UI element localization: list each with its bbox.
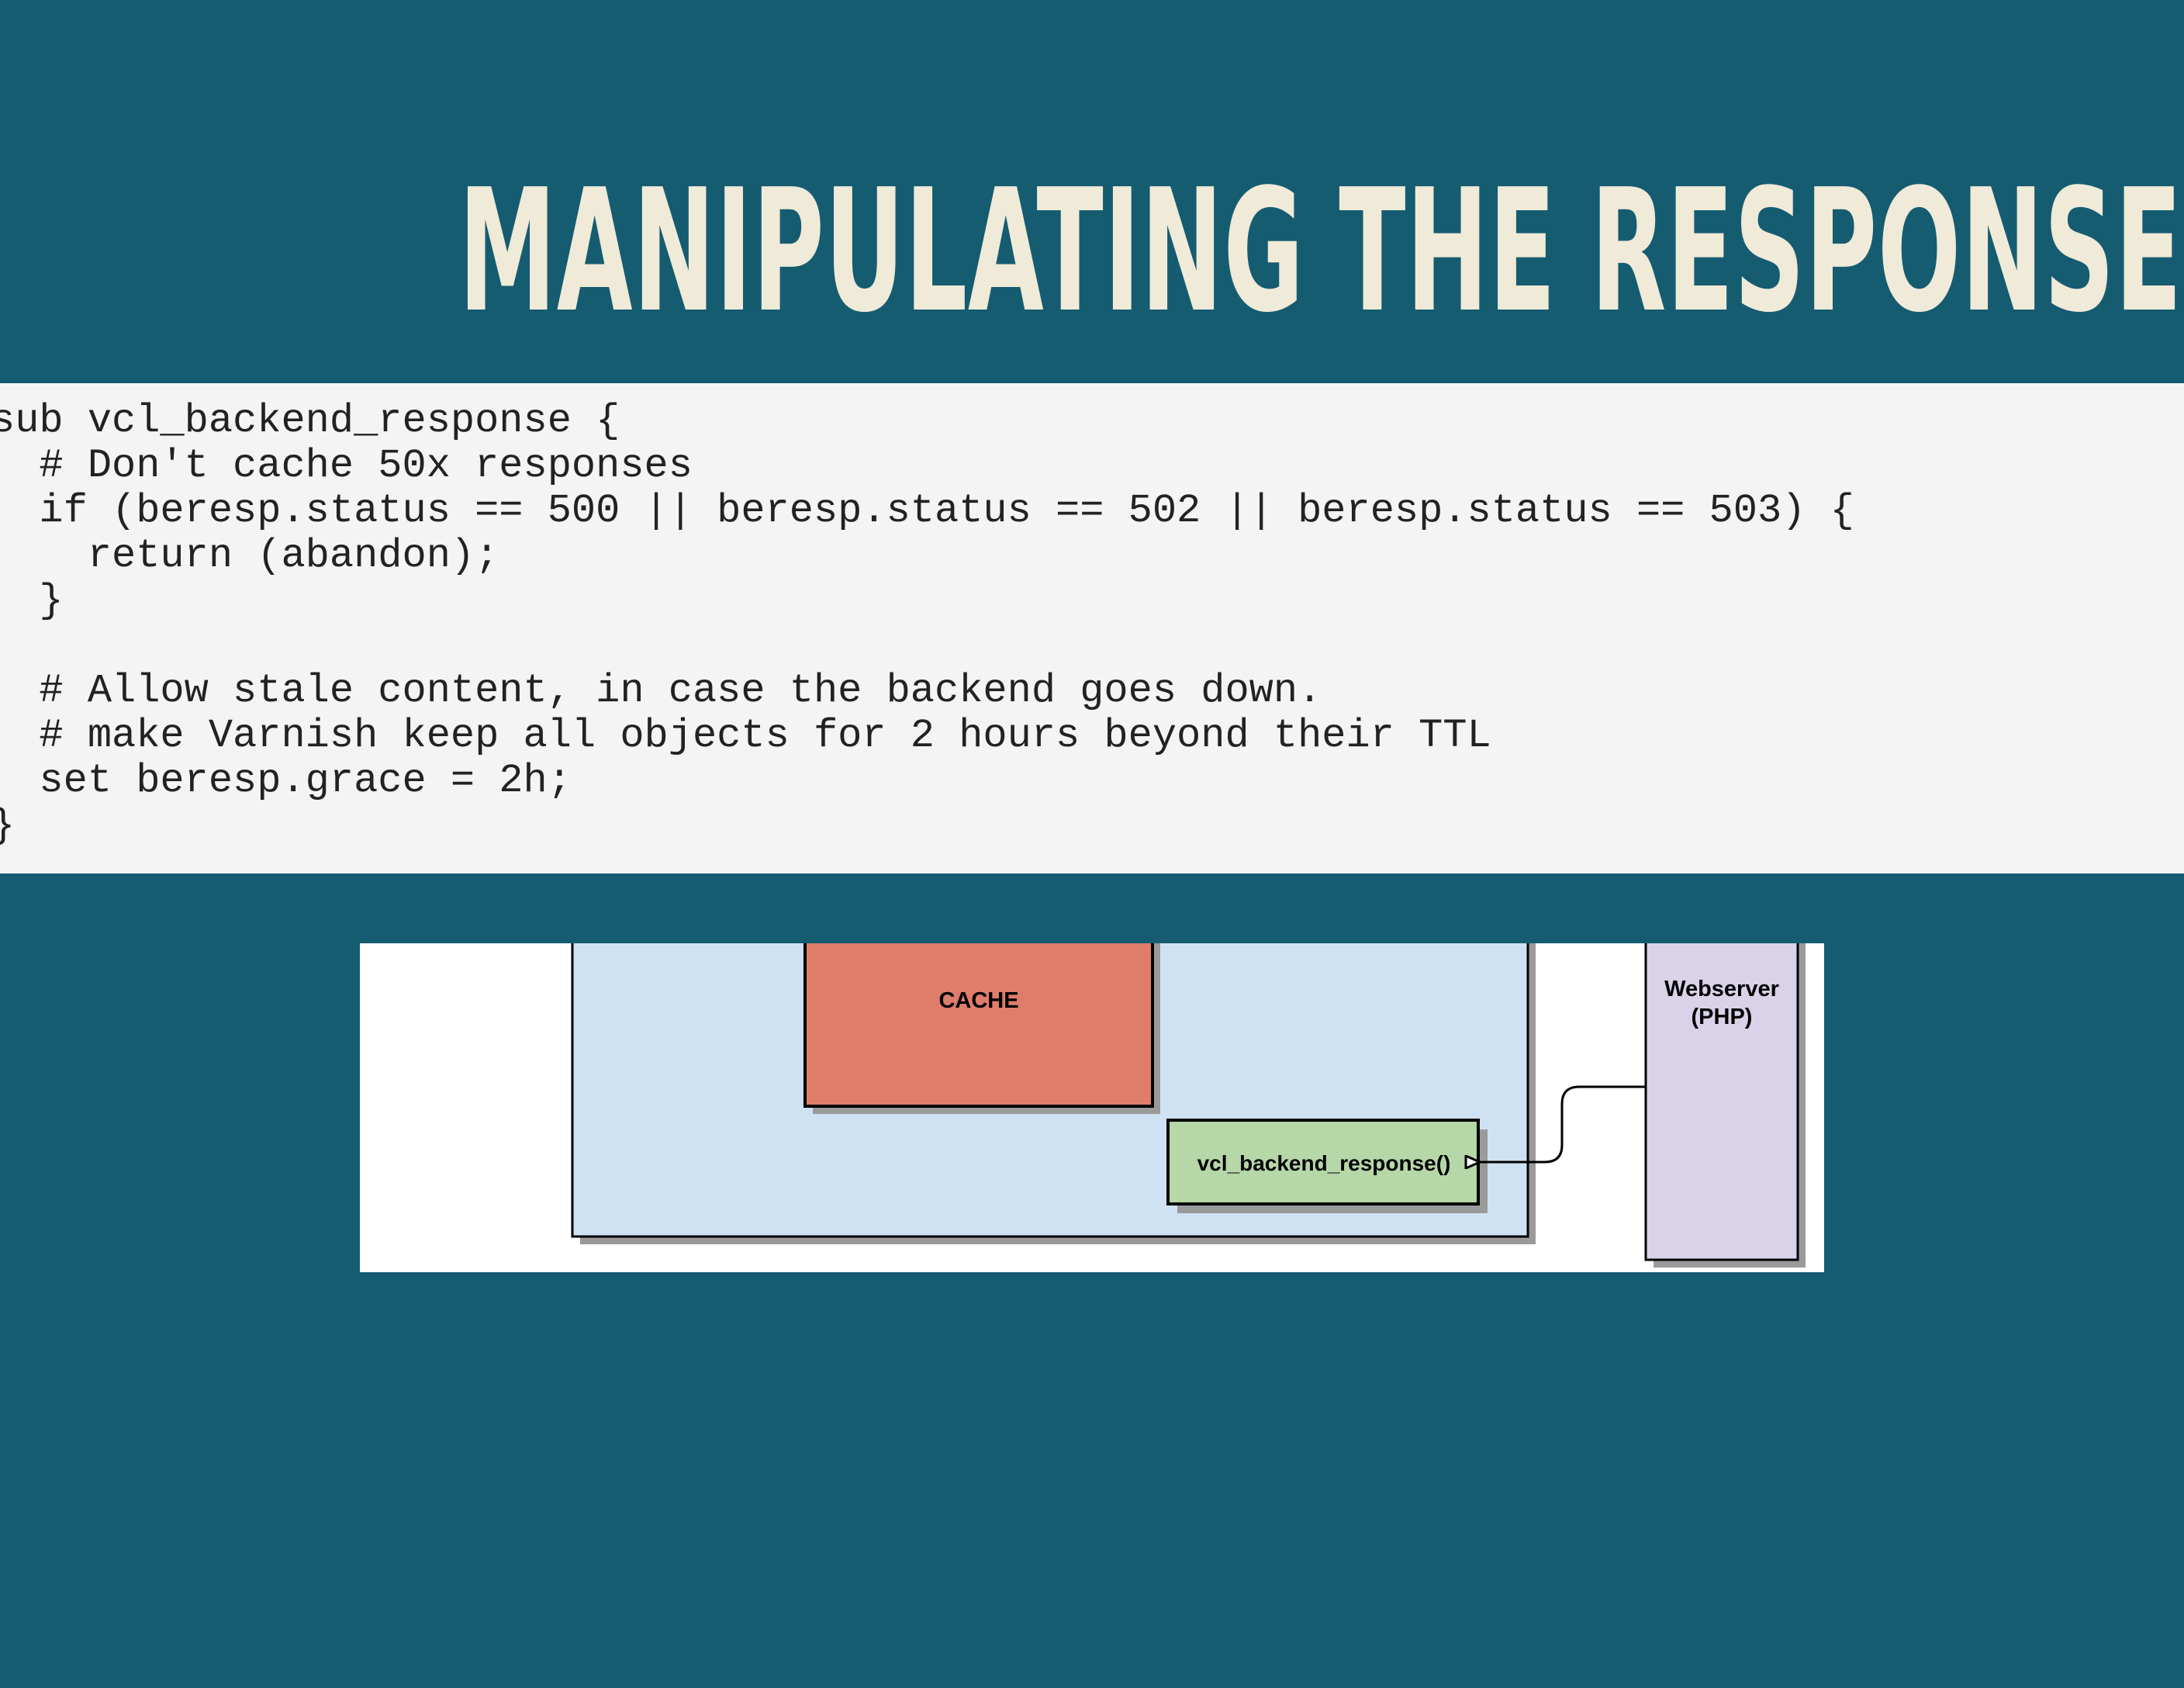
slide-title: MANIPULATING THE RESPONSE [458, 154, 2182, 350]
request-flow-diagram: CACHE vcl_backend_response() Webserver (… [571, 943, 1806, 1268]
code-line: sub vcl_backend_response { [0, 398, 620, 444]
code-block: sub vcl_backend_response { # Don't cache… [0, 399, 1854, 849]
code-line: } [0, 804, 1854, 849]
code-line: # make Varnish keep all objects for 2 ho… [0, 713, 1491, 759]
code-line: # Allow stale content, in case the backe… [0, 668, 1322, 714]
webserver-box [1644, 943, 1799, 1261]
code-line: if (beresp.status == 500 || beresp.statu… [0, 488, 1854, 534]
diagram-area: CACHE vcl_backend_response() Webserver (… [360, 943, 1824, 1272]
cache-box [803, 943, 1154, 1108]
code-panel: sub vcl_backend_response { # Don't cache… [0, 383, 2184, 873]
subroutine-label: vcl_backend_response() [1197, 1151, 1451, 1175]
webserver-label-line1: Webserver [1664, 977, 1779, 1001]
code-line: } [39, 578, 64, 624]
code-line [0, 624, 1854, 669]
code-line: # Don't cache 50x responses [0, 443, 693, 489]
cache-label: CACHE [938, 988, 1018, 1013]
code-line: set beresp.grace = 2h; [0, 758, 572, 804]
code-line: return (abandon); [0, 533, 499, 579]
backend-response-arrow [1480, 1085, 1646, 1162]
webserver-label-line2: (PHP) [1692, 1005, 1753, 1029]
